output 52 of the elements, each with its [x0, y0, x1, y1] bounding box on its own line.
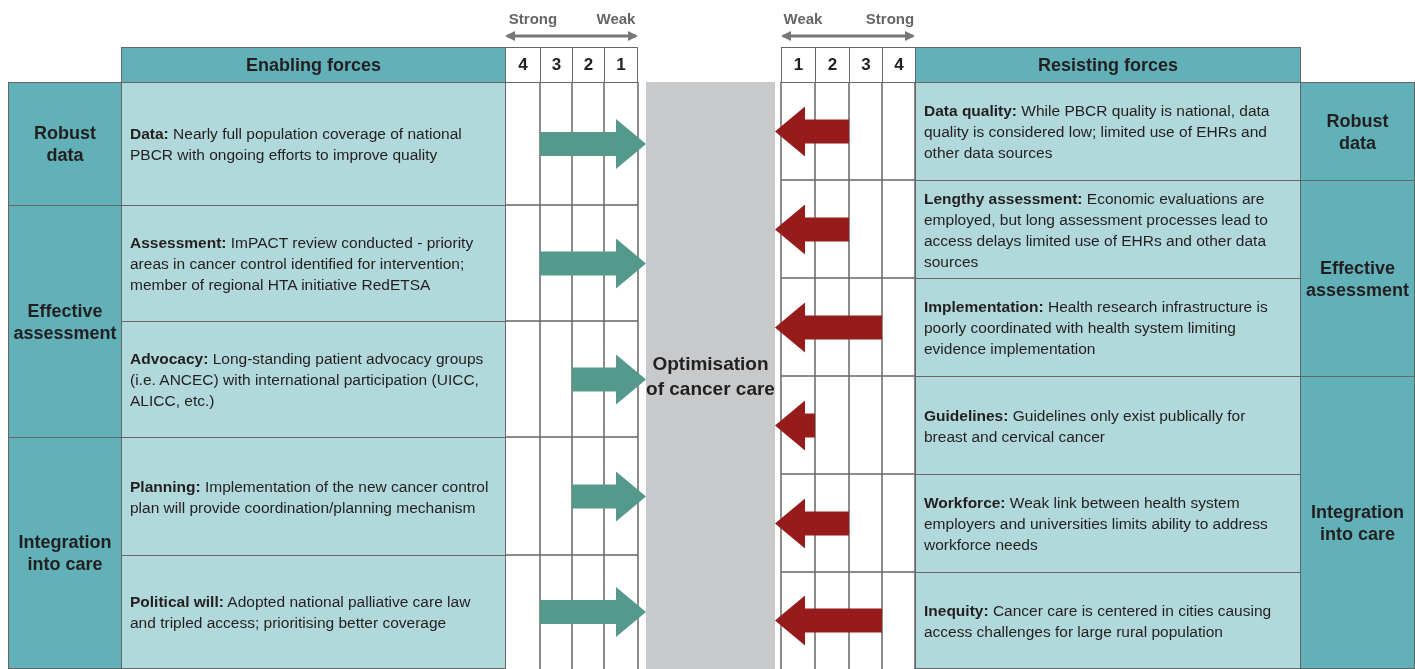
force-description: Workforce: Weak link between health system employers and universities limits ability to address workforce needs — [924, 493, 1269, 555]
score-number: 4 — [882, 47, 916, 83]
scale-label: Strong — [864, 8, 916, 29]
force-description: Data: Nearly full population coverage of national PBCR with ongoing efforts to improve quality — [130, 124, 463, 165]
force-box — [915, 180, 1301, 279]
scale-label: Weak — [782, 8, 824, 29]
force-description: Inequity: Cancer care is centered in cities causing access challenges for large rural population — [924, 600, 1273, 642]
category-box — [1300, 82, 1415, 181]
category-box — [8, 205, 122, 438]
score-number: 3 — [540, 47, 573, 83]
header-text: Enabling forces — [246, 54, 381, 76]
force-description: Guidelines: Guidelines only exist publically for breast and cervical cancer — [924, 405, 1247, 447]
force-box — [915, 474, 1301, 573]
force-description: Planning: Implementation of the new cancer control plan will provide coordination/planning mechanism — [130, 476, 490, 518]
category-text: Integration into care — [1310, 500, 1405, 545]
category-text: Effective assessment — [1304, 256, 1411, 301]
force-box — [915, 82, 1301, 181]
force-description: Assessment: ImPACT review conducted - priority areas in cancer control identified for intervention; member of regional HTA initiative RedETSA — [130, 233, 475, 295]
goal-bar — [646, 82, 775, 669]
score-number: 3 — [849, 47, 883, 83]
force-box — [121, 321, 506, 438]
force-box — [915, 278, 1301, 377]
force-description: Implementation: Health research infrastructure is poorly coordinated with health system limiting evidence implementation — [924, 297, 1269, 359]
header-text: Resisting forces — [1037, 54, 1178, 76]
scale-label: Weak — [595, 8, 637, 29]
score-number: 1 — [604, 47, 638, 83]
category-box — [8, 437, 122, 669]
category-box — [1300, 376, 1415, 669]
goal-text: Optimisation of cancer care — [646, 351, 775, 401]
category-text: Effective assessment — [12, 299, 118, 344]
column-header — [915, 47, 1301, 83]
category-text: Robust data — [33, 122, 97, 166]
force-box — [121, 437, 506, 556]
force-box — [121, 82, 506, 206]
category-box — [8, 82, 122, 206]
score-number: 1 — [781, 47, 816, 83]
scale-label: Strong — [507, 8, 559, 29]
force-description: Political will: Adopted national palliative care law and tripled access; prioritising better coverage — [130, 592, 472, 633]
category-text: Integration into care — [17, 531, 113, 575]
score-number: 2 — [815, 47, 850, 83]
force-description: Advocacy: Long-standing patient advocacy groups (i.e. ANCEC) with international participation (UICC, ALICC, etc.) — [130, 349, 485, 411]
force-box — [915, 376, 1301, 475]
force-box — [915, 572, 1301, 669]
column-header — [121, 47, 506, 83]
score-number: 2 — [572, 47, 605, 83]
category-box — [1300, 180, 1415, 377]
force-box — [121, 555, 506, 669]
force-description: Lengthy assessment: Economic evaluations are employed, but long assessment processes lead to access delays limited use of EHRs and other data sources — [924, 188, 1269, 272]
score-number: 4 — [505, 47, 541, 83]
force-box — [121, 205, 506, 322]
category-text: Robust data — [1325, 109, 1390, 154]
force-description: Data quality: While PBCR quality is national, data quality is considered low; limited use of EHRs and other data sources — [924, 101, 1271, 163]
